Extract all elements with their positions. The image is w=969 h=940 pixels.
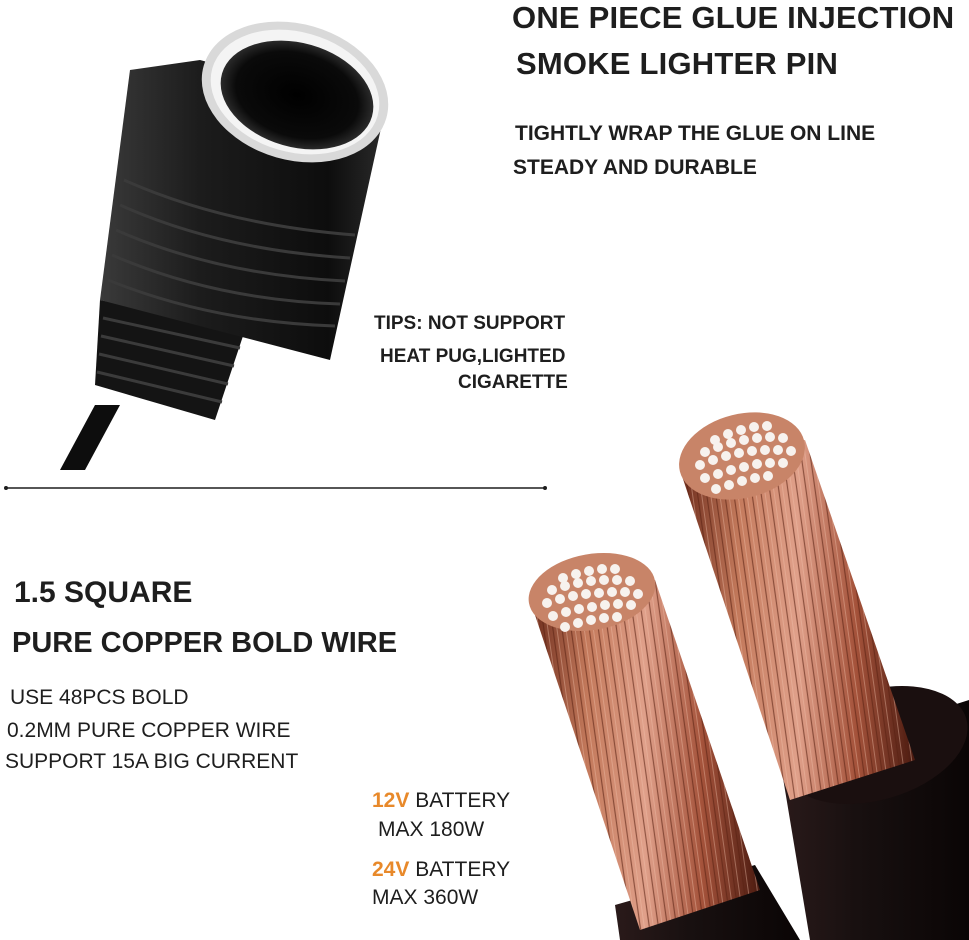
wire-title: 1.5 SQUARE [14,576,193,609]
spec-12v-power: MAX 180W [378,818,485,841]
spec-24v-power: MAX 360W [372,886,479,909]
spec-12v-label: BATTERY [409,789,511,812]
cigarette-lighter-socket-icon [60,21,389,470]
wire-detail2: 0.2MM PURE COPPER WIRE [7,719,291,742]
feature-line2: STEADY AND DURABLE [513,156,757,179]
wire-detail1: USE 48PCS BOLD [10,686,189,709]
wire-detail3: SUPPORT 15A BIG CURRENT [5,750,299,773]
spec-24v-label: BATTERY [409,858,511,881]
tips-line1: TIPS: NOT SUPPORT [374,313,566,334]
headline-line1: ONE PIECE GLUE INJECTION [512,0,955,35]
tips-line3: CIGARETTE [458,372,568,393]
spec-24v: 24V BATTERY [372,858,510,882]
voltage-24v: 24V [372,858,410,881]
copper-wire-strands-icon [528,412,969,940]
feature-line1: TIGHTLY WRAP THE GLUE ON LINE [515,122,876,145]
wire-subtitle: PURE COPPER BOLD WIRE [12,627,398,659]
spec-12v: 12V BATTERY [372,789,510,813]
horizontal-divider-icon [4,486,547,490]
voltage-12v: 12V [372,789,410,812]
tips-line2: HEAT PUG,LIGHTED [380,346,566,367]
headline-line2: SMOKE LIGHTER PIN [516,46,839,81]
